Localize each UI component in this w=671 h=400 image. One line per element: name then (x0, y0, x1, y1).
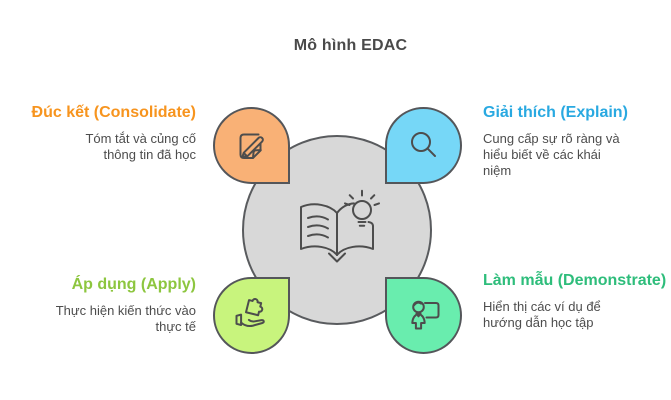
consolidate-text-block: Đúc kết (Consolidate) Tóm tắt và củng cố… (0, 104, 196, 163)
demonstrate-shape (385, 277, 462, 354)
page-title: Mô hình EDAC (293, 37, 408, 54)
demonstrate-description: Hiển thị các ví dụ để hướng dẫn học tập (483, 299, 601, 330)
book-lightbulb-icon (285, 186, 389, 274)
apply-heading: Áp dụng (Apply) (71, 276, 196, 293)
apply-description: Thực hiện kiến thức vào thực tế (55, 303, 196, 334)
presenter-board-icon (402, 294, 446, 338)
apply-shape (213, 277, 290, 354)
demonstrate-heading: Làm mẫu (Demonstrate) (483, 272, 667, 289)
consolidate-description: Tóm tắt và củng cố thông tin đã học (85, 131, 196, 162)
explain-text-block: Giải thích (Explain) Cung cấp sự rõ ràng… (483, 104, 671, 179)
note-pencil-icon (232, 126, 272, 166)
demonstrate-text-block: Làm mẫu (Demonstrate) Hiển thị các ví dụ… (483, 272, 671, 331)
magnifier-icon (404, 126, 444, 166)
explain-description: Cung cấp sự rõ ràng và hiểu biết về các … (483, 131, 620, 178)
consolidate-heading: Đúc kết (Consolidate) (31, 104, 196, 121)
explain-shape (385, 107, 462, 184)
apply-text-block: Áp dụng (Apply) Thực hiện kiến thức vào … (0, 276, 196, 335)
explain-heading: Giải thích (Explain) (483, 104, 628, 121)
consolidate-shape (213, 107, 290, 184)
hand-puzzle-icon (230, 294, 274, 338)
